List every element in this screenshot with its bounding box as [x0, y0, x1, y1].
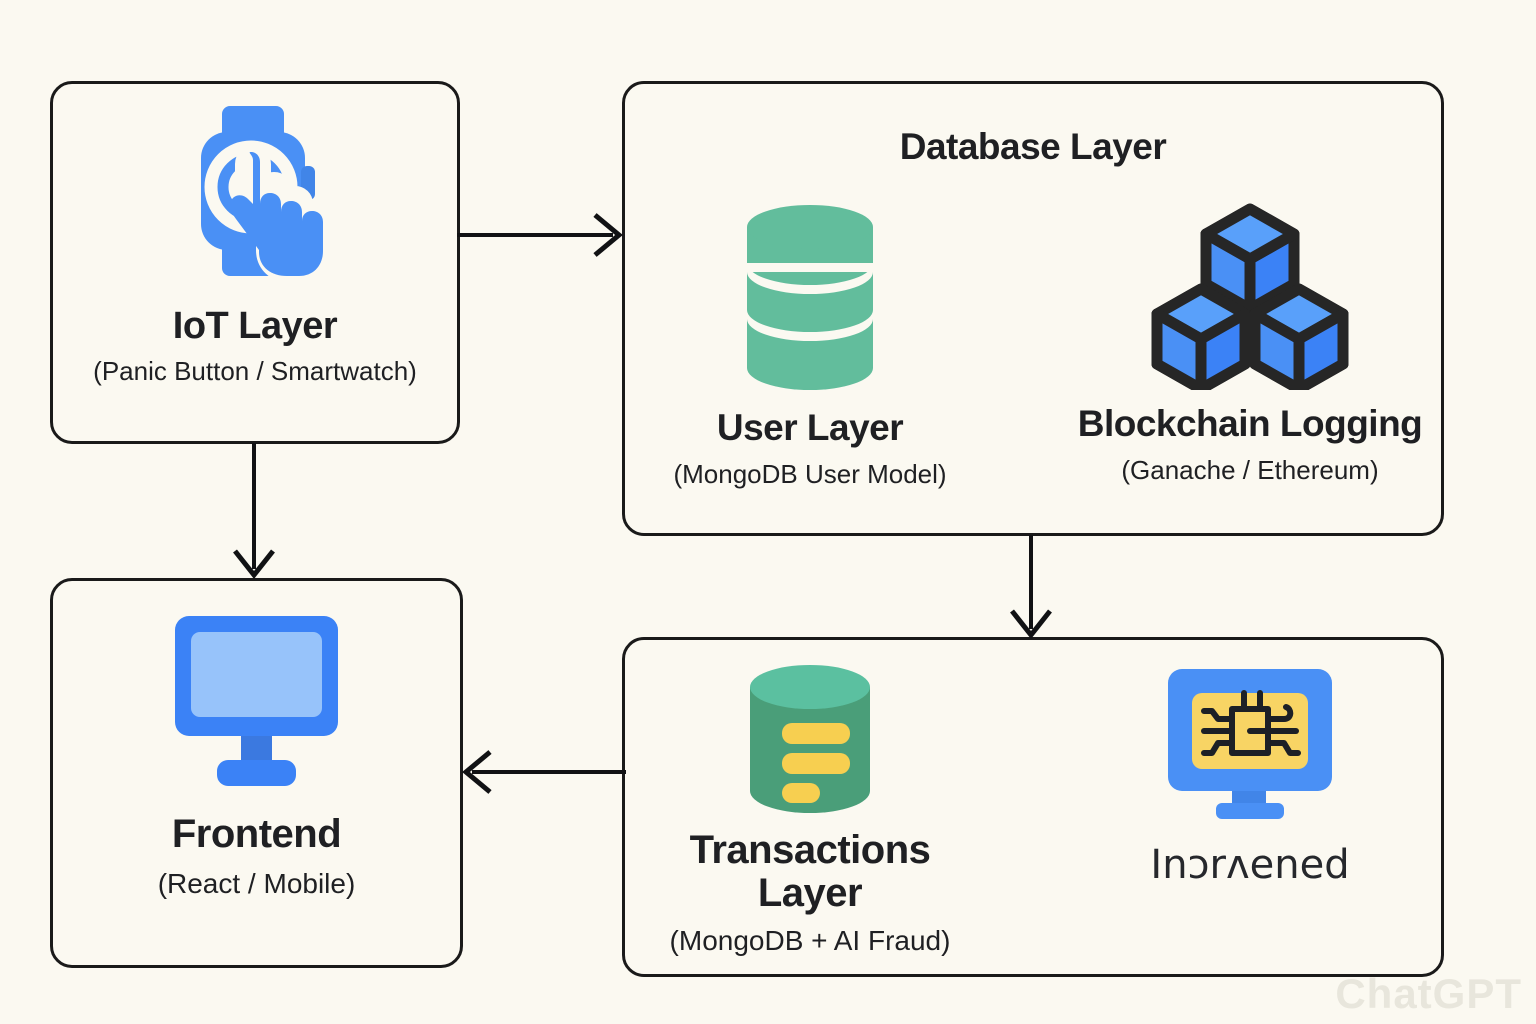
node-title-ai-monitor: Inɔrʌened [1150, 842, 1350, 888]
node-title-blockchain-logging: Blockchain Logging [1077, 403, 1423, 444]
database-records-icon [640, 665, 980, 815]
node-iot-layer[interactable]: IoT Layer (Panic Button / Smartwatch) [60, 100, 450, 387]
node-user-layer[interactable]: User Layer (MongoDB User Model) [650, 205, 970, 490]
node-title-iot-layer: IoT Layer [172, 305, 338, 347]
arrow-database-to-transactions [1010, 535, 1052, 640]
monitor-icon [60, 610, 453, 795]
node-subtitle-user-layer: (MongoDB User Model) [673, 458, 947, 489]
blockchain-cubes-icon-svg [1151, 203, 1348, 390]
smartwatch-touch-icon-svg [201, 106, 334, 283]
database-cylinder-icon-svg [747, 205, 873, 390]
group-title-database-layer: Database Layer [899, 126, 1167, 167]
node-title-frontend: Frontend [171, 812, 342, 856]
database-cylinder-icon [650, 205, 970, 390]
arrow-iot-to-database [457, 213, 623, 257]
smartwatch-touch-icon [60, 100, 450, 290]
node-subtitle-iot-layer: (Panic Button / Smartwatch) [93, 356, 417, 387]
ai-monitor-chip-icon-svg [1168, 669, 1332, 819]
node-subtitle-transactions-layer: (MongoDB + AI Fraud) [669, 925, 951, 957]
node-subtitle-frontend: (React / Mobile) [157, 868, 356, 900]
node-blockchain-logging[interactable]: Blockchain Logging (Ganache / Ethereum) [1060, 195, 1440, 486]
arrow-iot-to-frontend [233, 443, 275, 580]
node-ai-monitor[interactable]: Inɔrʌened [1080, 665, 1420, 888]
monitor-icon-svg [175, 616, 338, 786]
node-title-user-layer: User Layer [716, 407, 904, 448]
ai-monitor-chip-icon [1080, 665, 1420, 820]
arrow-transactions-to-frontend [462, 750, 626, 794]
watermark: ChatGPT [1335, 970, 1522, 1017]
node-transactions-layer[interactable]: Transactions Layer (MongoDB + AI Fraud) [640, 665, 980, 958]
database-records-icon-svg [750, 665, 870, 813]
node-title-transactions-layer: Transactions Layer [689, 828, 931, 916]
blockchain-cubes-icon [1060, 195, 1440, 390]
node-subtitle-blockchain-logging: (Ganache / Ethereum) [1121, 454, 1379, 485]
node-frontend[interactable]: Frontend (React / Mobile) [60, 610, 453, 900]
